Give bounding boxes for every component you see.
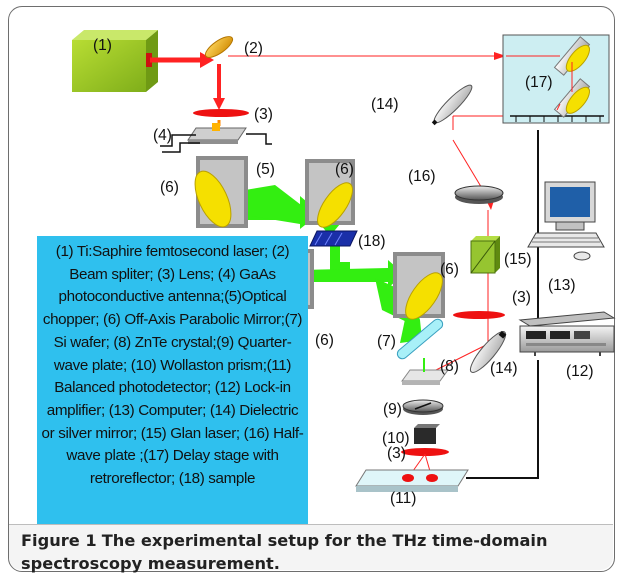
glan-polarizer xyxy=(470,236,500,274)
figure-caption: Figure 1 The experimental setup for the … xyxy=(9,524,613,573)
sample xyxy=(309,230,358,247)
label-delay-stage: (17) xyxy=(525,74,553,91)
label-glan: (15) xyxy=(504,251,532,268)
label-mirror-14-bottom: (14) xyxy=(490,360,518,377)
label-computer: (13) xyxy=(548,277,576,294)
lens-top xyxy=(193,109,249,117)
photoconductive-antenna xyxy=(160,123,272,153)
znte-crystal xyxy=(401,358,449,385)
delay-stage xyxy=(502,34,610,124)
label-quarter-wave: (9) xyxy=(383,401,402,418)
lens-bottom xyxy=(401,448,449,456)
label-lens-right: (3) xyxy=(512,289,531,306)
label-lens-bottom: (3) xyxy=(387,445,406,462)
quarter-wave-plate xyxy=(402,399,444,415)
label-mirror-14-top: (14) xyxy=(371,96,399,113)
label-sample: (18) xyxy=(358,233,386,250)
label-antenna: (4) xyxy=(153,127,172,144)
parabolic-mirror-4 xyxy=(393,252,445,320)
laser-source xyxy=(72,30,158,92)
lens-right xyxy=(453,311,505,319)
label-mirror-4: (6) xyxy=(440,261,459,278)
caption-label: Figure 1 xyxy=(21,531,97,550)
label-half-wave: (16) xyxy=(408,168,436,185)
computer xyxy=(527,181,605,261)
label-lock-in: (12) xyxy=(566,363,594,380)
lock-in-amplifier xyxy=(518,311,616,356)
parabolic-mirror-2 xyxy=(305,159,355,228)
balanced-photodetector xyxy=(355,469,469,492)
dielectric-mirror-top xyxy=(431,84,473,126)
label-wollaston: (10) xyxy=(382,430,410,447)
setup-diagram: (1) (2) (3) (4) (5) xyxy=(72,30,616,507)
label-laser: (1) xyxy=(93,37,112,54)
half-wave-plate xyxy=(454,185,504,204)
label-chopper: (5) xyxy=(256,161,275,178)
label-znte: (8) xyxy=(440,358,459,375)
legend-text: (1) Ti:Saphire femtosecond laser; (2) Be… xyxy=(41,243,304,488)
caption-text: The experimental setup for the THz time-… xyxy=(21,531,548,573)
dielectric-mirror-bottom xyxy=(469,330,507,373)
beam-splitter xyxy=(204,36,234,58)
label-si-wafer: (7) xyxy=(377,333,396,350)
label-mirror-1: (6) xyxy=(160,179,179,196)
label-mirror-3: (6) xyxy=(315,332,334,349)
legend-box: (1) Ti:Saphire femtosecond laser; (2) Be… xyxy=(37,236,308,528)
label-beam-splitter: (2) xyxy=(244,40,263,57)
parabolic-mirror-1 xyxy=(194,156,248,228)
label-mirror-2: (6) xyxy=(335,161,354,178)
label-detector: (11) xyxy=(390,490,416,507)
signal-cables xyxy=(466,130,539,479)
wollaston-prism xyxy=(414,424,440,444)
si-wafer xyxy=(396,318,444,360)
label-lens-top: (3) xyxy=(254,106,273,123)
